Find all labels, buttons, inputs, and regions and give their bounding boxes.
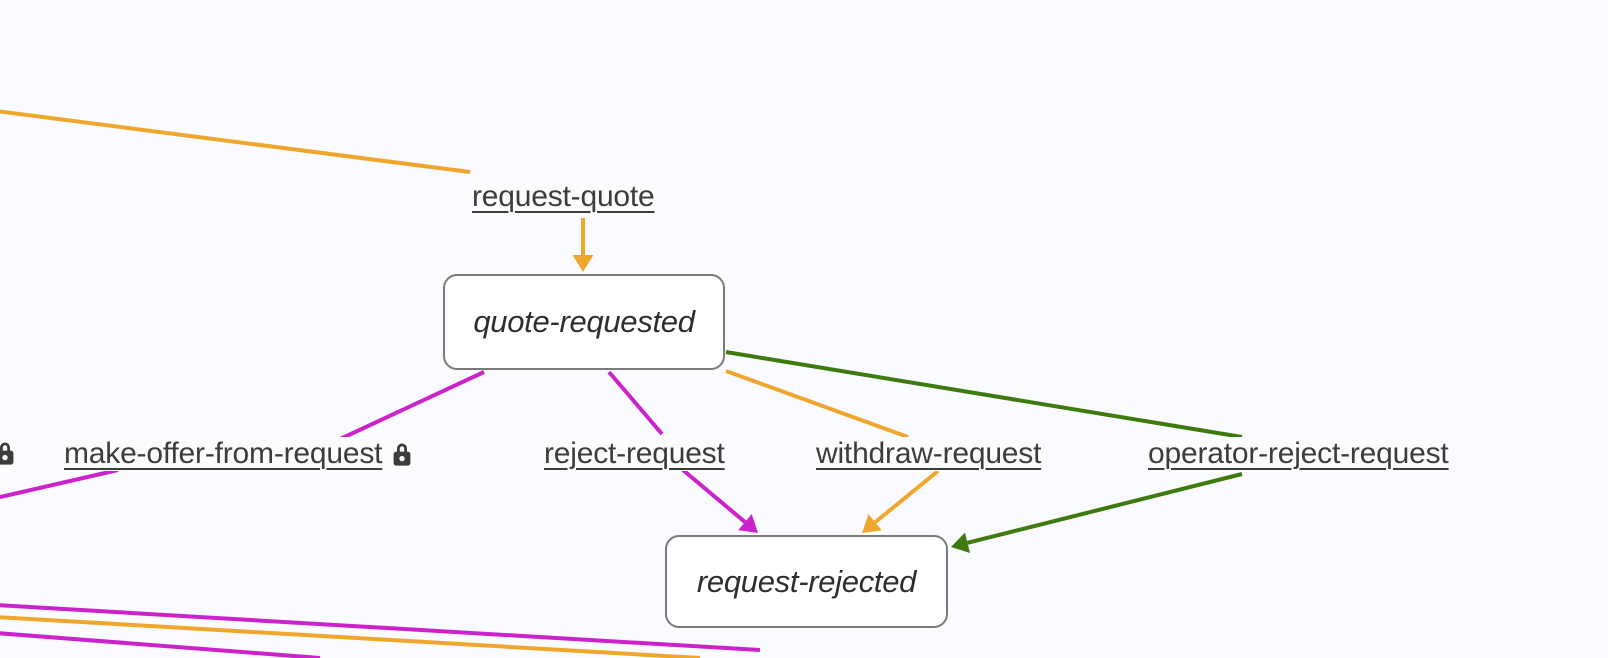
edge-arrowhead bbox=[862, 514, 882, 533]
edge-line bbox=[725, 369, 909, 439]
transition-label-text: withdraw-request bbox=[816, 437, 1042, 470]
edge-line bbox=[873, 469, 940, 524]
edge-line bbox=[0, 615, 701, 658]
state-node-label: quote-requested bbox=[473, 304, 695, 339]
edge-line bbox=[0, 631, 321, 658]
transition-label-request-quote[interactable]: request-quote bbox=[470, 180, 657, 214]
state-node-quote-requested[interactable]: quote-requested bbox=[443, 274, 725, 370]
state-node-request-rejected[interactable]: request-rejected bbox=[665, 535, 948, 628]
transition-label-text: make-offer-from-request bbox=[64, 437, 383, 470]
edge-arrowhead bbox=[738, 514, 758, 533]
state-node-label: request-rejected bbox=[696, 563, 917, 599]
edge-arrowhead bbox=[572, 255, 594, 272]
transition-label-text: request-quote bbox=[472, 180, 655, 213]
transition-label-make-offer-from-request[interactable]: make-offer-from-request bbox=[62, 437, 416, 471]
transition-label-text: reject-request bbox=[544, 437, 725, 470]
edge-line bbox=[0, 603, 761, 652]
edge-arrowhead bbox=[951, 532, 971, 554]
edge-line bbox=[725, 350, 1243, 439]
edge-line bbox=[0, 468, 119, 500]
transition-label-operator-reject-request[interactable]: operator-reject-request bbox=[1146, 437, 1451, 471]
edge-line bbox=[681, 468, 747, 524]
edge-line bbox=[607, 370, 664, 436]
transition-label-withdraw-request[interactable]: withdraw-request bbox=[814, 437, 1044, 471]
clipped-lock-icon-wrapper bbox=[0, 440, 18, 466]
edge-line bbox=[0, 109, 471, 174]
transition-label-text: operator-reject-request bbox=[1148, 437, 1449, 470]
edge-line bbox=[337, 370, 485, 442]
edge-line bbox=[967, 472, 1243, 545]
transition-label-reject-request[interactable]: reject-request bbox=[542, 437, 727, 471]
lock-icon bbox=[0, 440, 16, 466]
lock-icon bbox=[391, 441, 413, 467]
